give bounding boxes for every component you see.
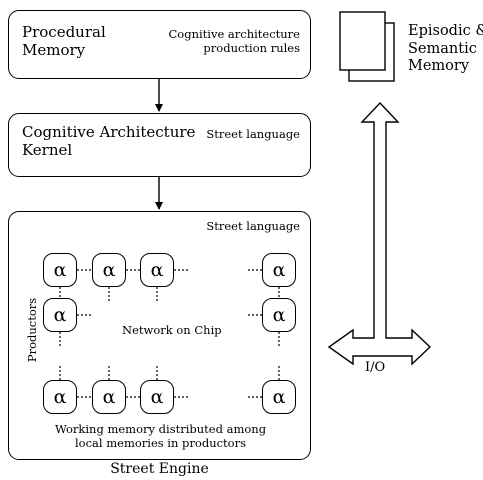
episodic-semantic-memory-title: Episodic & Semantic Memory	[408, 23, 483, 75]
procedural-memory-note: Cognitive architecture production rules	[168, 27, 300, 56]
productor-r3-c1: α	[43, 380, 77, 414]
procedural-memory-box: Procedural Memory Cognitive architecture…	[8, 10, 311, 79]
street-engine-box: Street language Network on Chip Working …	[8, 211, 311, 460]
kernel-box: Cognitive Architecture Kernel Street lan…	[8, 113, 311, 177]
productor-r1-c1: α	[43, 253, 77, 287]
productor-r1-c2: α	[92, 253, 126, 287]
memory-document-icon	[339, 11, 395, 82]
productor-r2-c1: α	[43, 298, 77, 332]
street-engine-note: Street language	[206, 219, 300, 233]
productor-r3-c2: α	[92, 380, 126, 414]
io-arrow-icon	[327, 101, 432, 366]
productor-r1-c4: α	[262, 253, 296, 287]
network-on-chip-label: Network on Chip	[122, 323, 222, 337]
kernel-title: Cognitive Architecture Kernel	[22, 123, 196, 160]
productor-r3-c4: α	[262, 380, 296, 414]
kernel-note: Street language	[206, 127, 300, 141]
io-label: I/O	[365, 360, 386, 375]
procedural-memory-title: Procedural Memory	[22, 23, 106, 60]
working-memory-note: Working memory distributed among local m…	[54, 422, 267, 451]
street-engine-caption: Street Engine	[110, 461, 209, 477]
productors-label: Productors	[24, 297, 39, 363]
productor-r1-c3: α	[140, 253, 174, 287]
productor-r3-c3: α	[140, 380, 174, 414]
productor-r2-c4: α	[262, 298, 296, 332]
